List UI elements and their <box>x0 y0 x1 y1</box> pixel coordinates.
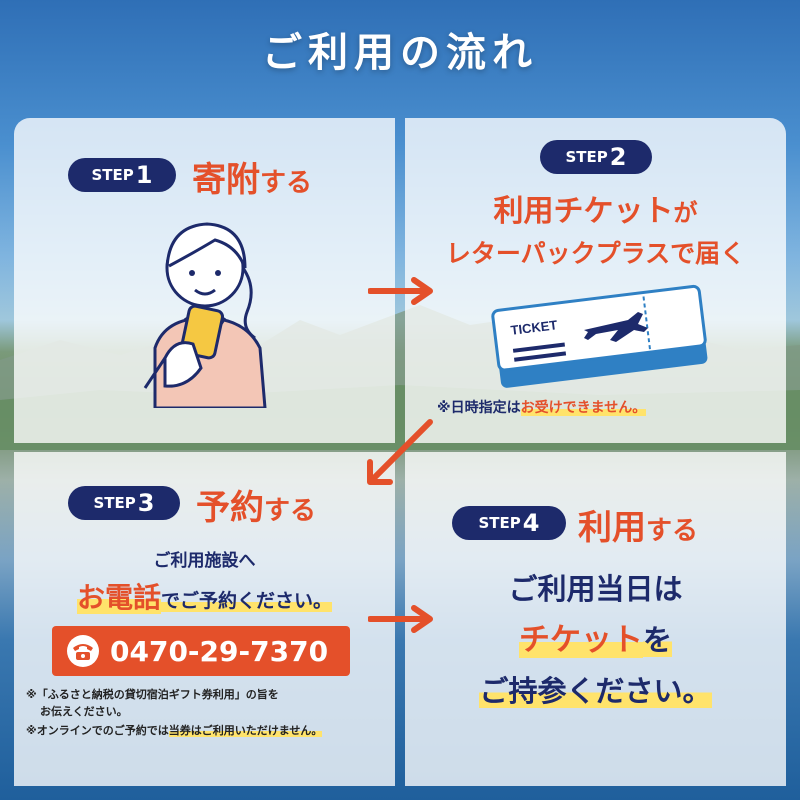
step1-heading: 寄附する <box>192 160 313 200</box>
step2-note: ※日時指定はお受けできません。 <box>437 400 647 416</box>
step2-heading-line1: 利用チケットが <box>493 194 698 229</box>
step4-heading: 利用する <box>578 508 699 548</box>
phone-number: 0470-29-7370 <box>110 634 329 668</box>
step3-note3: ※オンラインでのご予約では当券はご利用いただけません。 <box>26 724 323 737</box>
step3-line2: お電話でご予約ください。 <box>76 581 333 614</box>
arrow-right-icon <box>368 605 433 633</box>
telephone-icon <box>67 635 99 667</box>
step4-line1: ご利用当日は <box>508 572 683 606</box>
ticket-label: TICKET <box>510 317 558 338</box>
ticket-icon: TICKET <box>491 284 708 388</box>
airplane-icon <box>584 312 648 342</box>
person-with-phone-icon <box>143 222 267 408</box>
arrow-down-left-icon <box>367 419 433 485</box>
arrow-right-icon <box>368 277 433 305</box>
step3-heading: 予約する <box>196 488 317 528</box>
step4-line3: ご持参ください。 <box>479 674 712 708</box>
step3-note2: お伝えください。 <box>40 705 128 718</box>
step4-line2: チケットを <box>518 622 672 658</box>
phone-number-box[interactable]: 0470-29-7370 <box>52 626 350 676</box>
step3-note1: ※「ふるさと納税の貸切宿泊ギフト券利用」の旨を <box>26 688 279 701</box>
step3-line1: ご利用施設へ <box>153 551 256 571</box>
step2-heading-line2: レターパックプラスで届く <box>445 239 746 268</box>
page-title: ご利用の流れ <box>262 30 538 76</box>
